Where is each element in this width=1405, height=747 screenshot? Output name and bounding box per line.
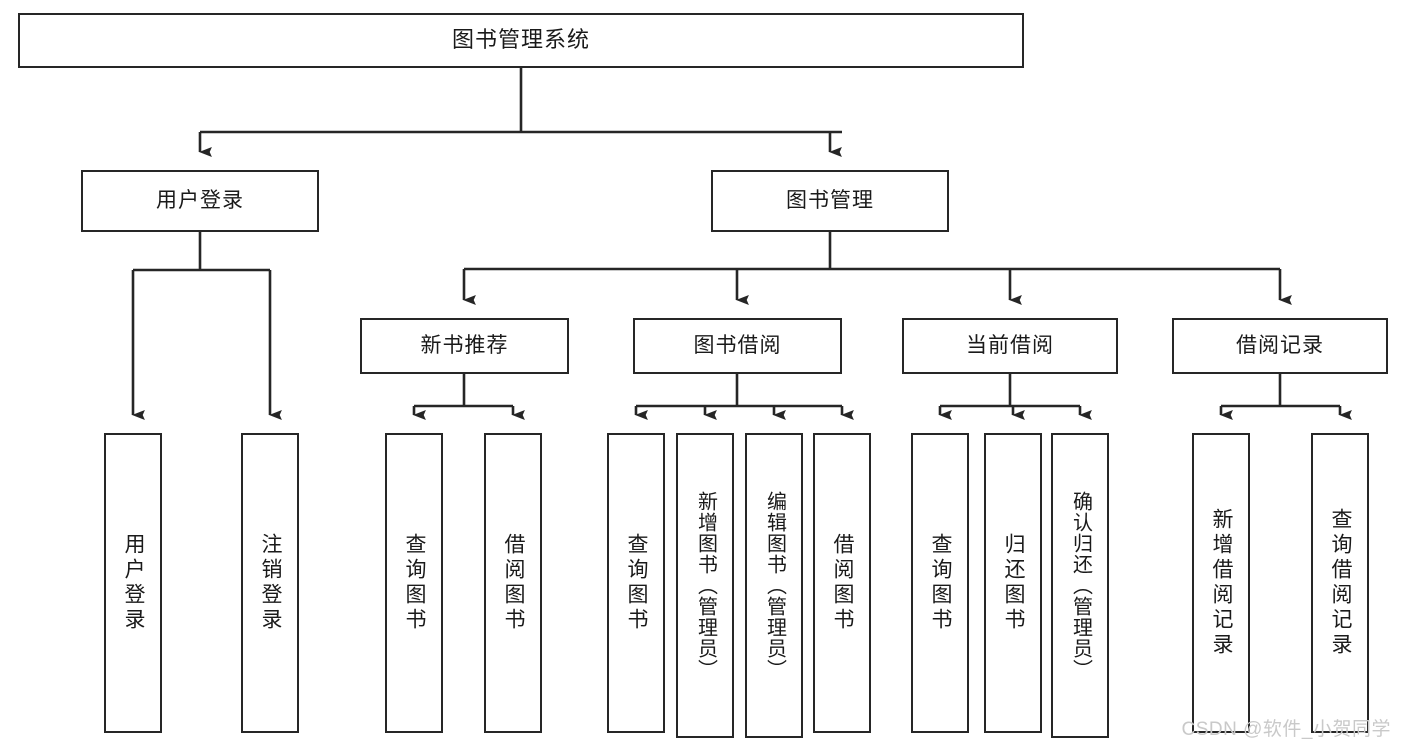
node-leaf-query-book-3[interactable]: 查询图书 [911,433,969,733]
node-current-borrow-label: 当前借阅 [966,334,1054,358]
node-current-borrow[interactable]: 当前借阅 [902,318,1118,374]
node-borrow-record[interactable]: 借阅记录 [1172,318,1388,374]
node-leaf-borrow-book-2-label: 借阅图书 [831,533,855,633]
node-root-label: 图书管理系统 [451,27,590,53]
node-leaf-user-login-label: 用户登录 [122,533,146,633]
node-leaf-edit-book-admin[interactable]: 编辑图书（管理员） [745,433,803,738]
node-leaf-borrow-book-2[interactable]: 借阅图书 [813,433,871,733]
node-leaf-borrow-book-1-label: 借阅图书 [502,533,526,633]
node-leaf-confirm-return-admin[interactable]: 确认归还（管理员） [1051,433,1109,738]
node-leaf-add-book-admin-label: 新增图书（管理员） [694,491,717,680]
node-user-login[interactable]: 用户登录 [81,170,319,232]
node-leaf-edit-book-admin-label: 编辑图书（管理员） [763,491,786,680]
node-leaf-add-borrow-record[interactable]: 新增借阅记录 [1192,433,1250,733]
node-leaf-user-login[interactable]: 用户登录 [104,433,162,733]
node-book-borrow-label: 图书借阅 [693,334,782,358]
node-leaf-return-book[interactable]: 归还图书 [984,433,1042,733]
node-new-book-recommend[interactable]: 新书推荐 [360,318,569,374]
node-leaf-borrow-book-1[interactable]: 借阅图书 [484,433,542,733]
node-leaf-query-borrow-record[interactable]: 查询借阅记录 [1311,433,1369,733]
node-leaf-add-borrow-record-label: 新增借阅记录 [1210,508,1234,658]
node-leaf-confirm-return-admin-label: 确认归还（管理员） [1069,491,1092,680]
node-leaf-user-logout[interactable]: 注销登录 [241,433,299,733]
node-leaf-query-book-2[interactable]: 查询图书 [607,433,665,733]
node-user-login-label: 用户登录 [156,189,244,213]
node-book-manage-label: 图书管理 [786,189,874,213]
node-book-manage[interactable]: 图书管理 [711,170,949,232]
node-leaf-query-book-3-label: 查询图书 [929,533,953,633]
node-leaf-query-book-2-label: 查询图书 [625,533,649,633]
node-new-book-recommend-label: 新书推荐 [420,334,509,358]
node-leaf-query-book-1[interactable]: 查询图书 [385,433,443,733]
node-root[interactable]: 图书管理系统 [18,13,1024,68]
watermark: CSDN @软件_小贺同学 [1181,719,1391,740]
node-borrow-record-label: 借阅记录 [1236,334,1324,358]
node-book-borrow[interactable]: 图书借阅 [633,318,842,374]
node-leaf-query-borrow-record-label: 查询借阅记录 [1329,508,1353,658]
node-leaf-add-book-admin[interactable]: 新增图书（管理员） [676,433,734,738]
node-leaf-user-logout-label: 注销登录 [259,533,283,633]
node-leaf-return-book-label: 归还图书 [1002,533,1026,633]
node-leaf-query-book-1-label: 查询图书 [403,533,427,633]
